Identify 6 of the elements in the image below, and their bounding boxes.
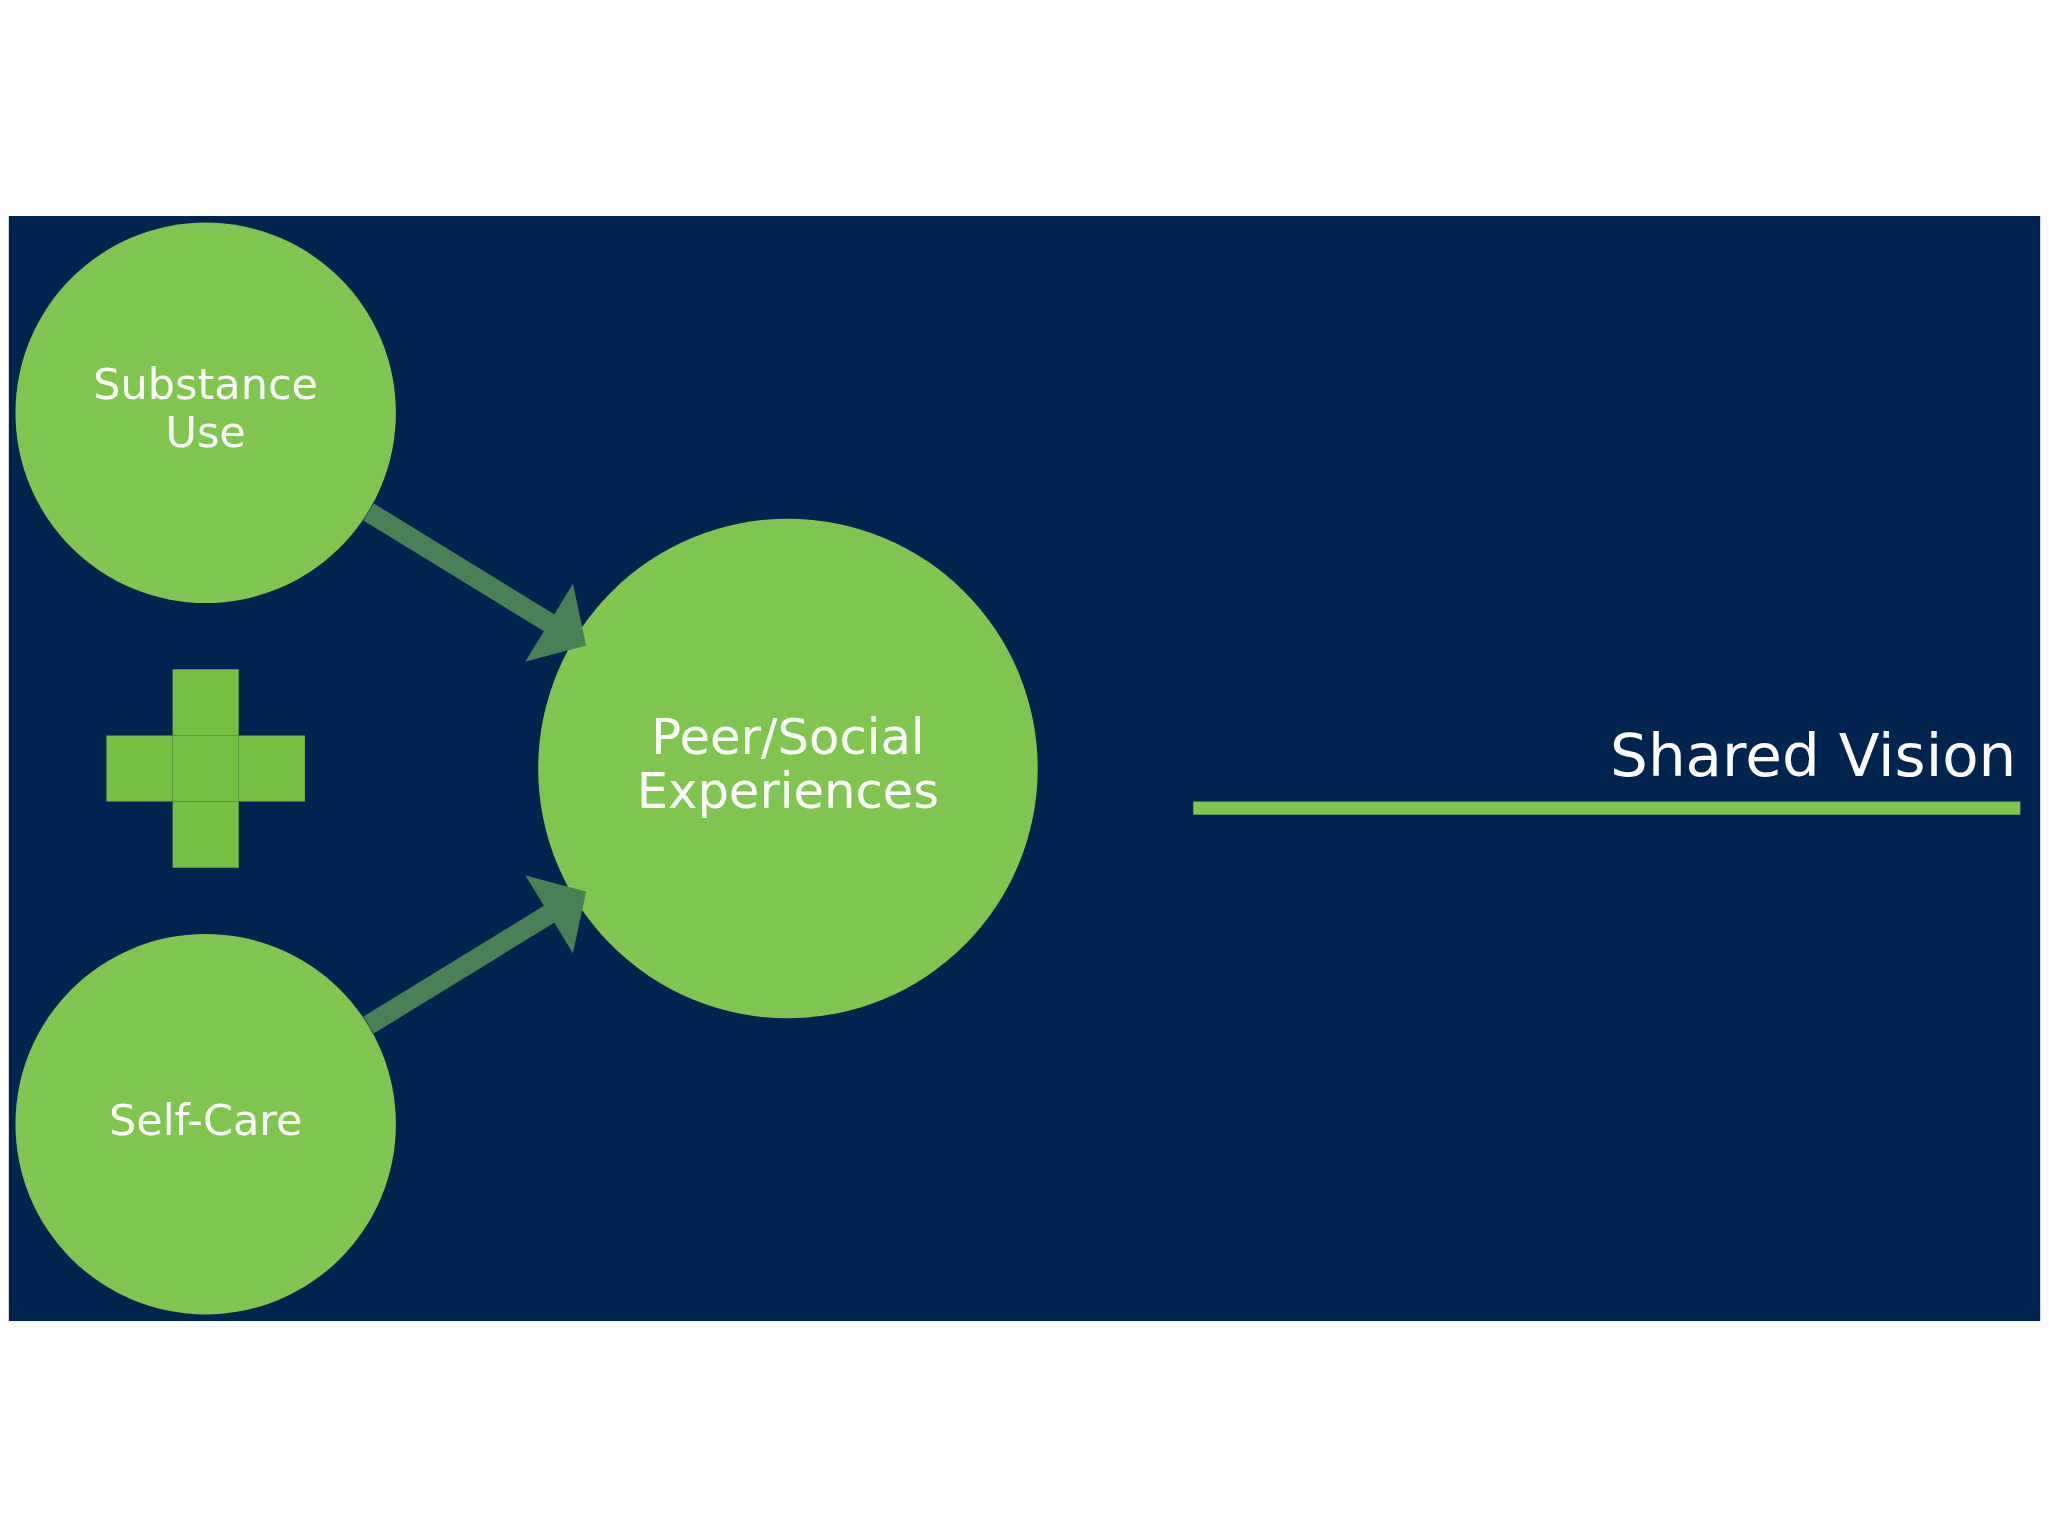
node-circle: Peer/Social Experiences	[538, 518, 1038, 1019]
node-circle: Self-Care	[15, 933, 396, 1315]
arrow	[363, 875, 587, 1034]
label: Shared Vision	[1610, 721, 2017, 791]
arrow	[363, 503, 587, 662]
node-circle: Substance Use	[15, 222, 396, 604]
